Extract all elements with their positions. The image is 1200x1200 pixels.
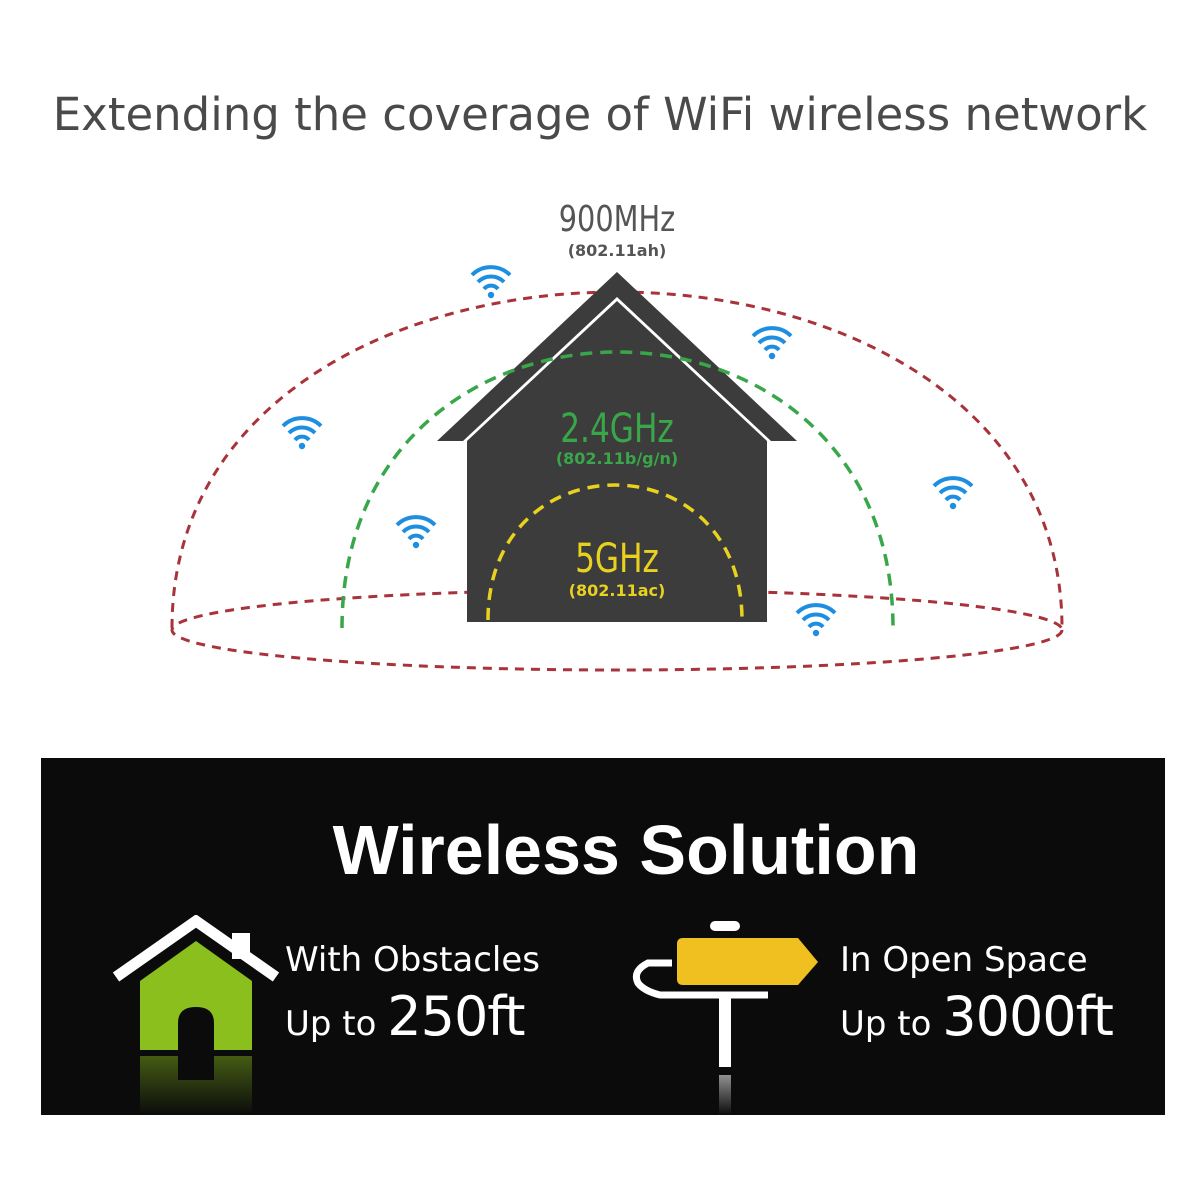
open-space-label: In Open Space bbox=[840, 940, 1088, 980]
obstacles-label: With Obstacles bbox=[285, 940, 540, 980]
band-24ghz-standard: (802.11b/g/n) bbox=[556, 449, 678, 468]
wifi-icon bbox=[395, 515, 437, 551]
open-space-range-prefix: Up to bbox=[840, 1004, 932, 1044]
house-icon bbox=[112, 915, 280, 1115]
obstacles-range-value: 250ft bbox=[387, 985, 525, 1048]
band-24ghz-freq: 2.4GHz bbox=[560, 406, 674, 452]
coverage-24ghz-dome bbox=[340, 350, 895, 629]
coverage-5ghz-dome bbox=[486, 483, 744, 621]
band-900mhz-freq: 900MHz bbox=[559, 198, 676, 240]
wifi-icon bbox=[795, 603, 837, 639]
signpost-icon bbox=[632, 921, 818, 1115]
band-5ghz-standard: (802.11ac) bbox=[569, 581, 666, 600]
coverage-diagram: 900MHz (802.11ah) 2.4GHz (802.11b/g/n) 5… bbox=[170, 198, 1064, 672]
obstacles-range: Up to 250ft bbox=[285, 985, 526, 1048]
band-900mhz-standard: (802.11ah) bbox=[568, 241, 667, 260]
wireless-solution-panel bbox=[41, 758, 1165, 1115]
band-5ghz-freq: 5GHz bbox=[575, 536, 659, 582]
page-heading: Extending the coverage of WiFi wireless … bbox=[52, 88, 1148, 141]
obstacles-range-prefix: Up to bbox=[285, 1004, 377, 1044]
wifi-icon bbox=[932, 476, 974, 512]
wifi-icon bbox=[751, 326, 793, 362]
house-shape bbox=[437, 272, 797, 622]
wifi-icon bbox=[281, 416, 323, 452]
wifi-icon bbox=[470, 265, 512, 301]
open-space-range: Up to 3000ft bbox=[840, 985, 1114, 1048]
wireless-solution-title: Wireless Solution bbox=[332, 811, 920, 889]
open-space-range-value: 3000ft bbox=[942, 985, 1114, 1048]
coverage-900mhz-dome bbox=[170, 290, 1064, 629]
